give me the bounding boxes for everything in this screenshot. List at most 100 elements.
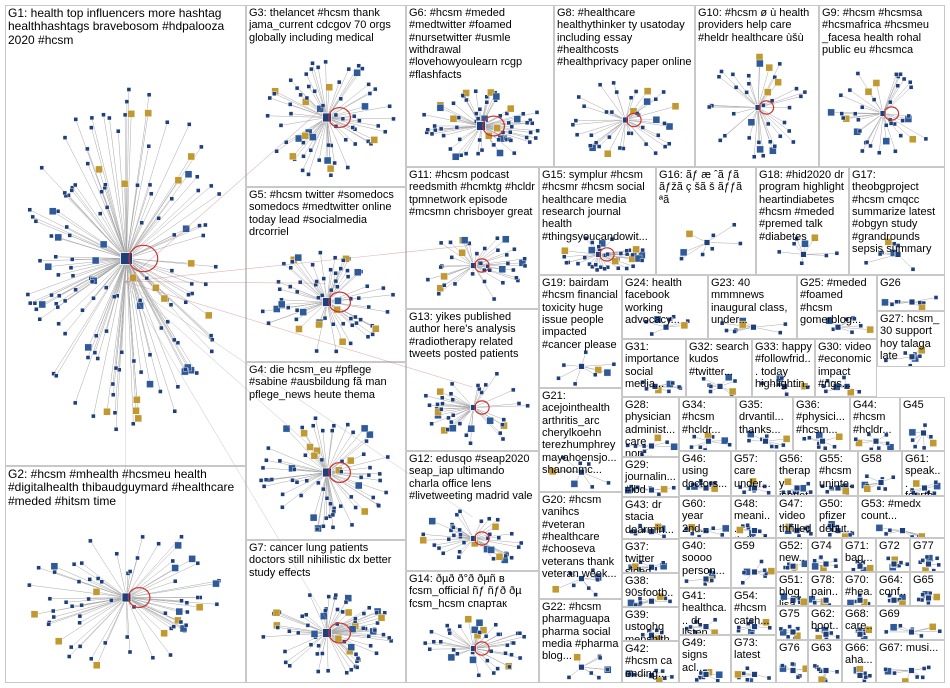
g10-node — [745, 90, 749, 94]
g36-node — [802, 437, 806, 441]
g6-node — [510, 125, 514, 129]
g10-node — [732, 112, 736, 116]
g1-node — [145, 276, 149, 280]
g2-edge — [55, 572, 127, 597]
group-cell-g29: G29: journalin... #ibd #ulcerati... — [622, 457, 679, 497]
g22-node — [567, 675, 571, 679]
g4-node — [270, 478, 274, 482]
g5-node — [318, 251, 322, 255]
g5-node — [350, 323, 354, 327]
g1-node — [217, 192, 221, 196]
g7-node — [309, 643, 313, 647]
g10-node — [773, 144, 777, 148]
group-label-g32: G32: search kudos #twitter... — [687, 340, 751, 378]
g7-node — [304, 613, 308, 617]
g14-node — [476, 619, 483, 626]
g3-node — [346, 166, 350, 170]
g6-node — [458, 137, 462, 141]
g6-node — [464, 98, 468, 102]
g8-node — [654, 151, 658, 155]
g1-node — [170, 269, 174, 273]
g4-node — [292, 467, 296, 471]
g4-node — [350, 523, 354, 527]
g13-node — [487, 417, 494, 424]
g1-node — [92, 296, 96, 300]
g2-node — [55, 638, 62, 645]
g11-node — [523, 264, 527, 268]
g8-node — [667, 142, 671, 146]
g8-node — [610, 110, 614, 114]
g1-node — [56, 209, 60, 213]
group-label-g28: G28: physician administ... care non... — [623, 398, 678, 457]
g1-node — [147, 144, 151, 148]
g1-edge — [56, 257, 127, 259]
g7-node — [276, 626, 280, 630]
g1-node — [190, 292, 194, 296]
group-cell-g66: G66: aha... — [842, 640, 876, 683]
g15-node — [625, 267, 629, 271]
g9-node — [894, 72, 898, 76]
g9-node — [907, 114, 911, 118]
g9-node — [902, 77, 906, 81]
g1-node — [73, 183, 77, 187]
g4-node — [355, 482, 362, 489]
g4-node — [361, 425, 368, 432]
g13-node — [430, 422, 434, 426]
g10-node — [778, 134, 782, 138]
g1-edge — [127, 122, 168, 258]
g6-node — [476, 152, 480, 156]
g1-node — [169, 303, 173, 307]
g23-node — [778, 331, 782, 335]
g12-node — [497, 536, 501, 540]
group-label-g25: G25: #meded #foamed #hcsm gomerblog... — [798, 276, 876, 326]
g11-node — [459, 249, 466, 256]
g8-node — [605, 110, 609, 114]
g5-node — [341, 322, 345, 326]
g1-node — [92, 257, 99, 264]
g74-node — [819, 555, 823, 559]
g77-node — [935, 556, 939, 560]
group-cell-g62: G62: boot... — [808, 606, 842, 640]
g45-node — [909, 429, 916, 436]
g6-node — [452, 153, 459, 160]
g15-node — [606, 252, 610, 256]
g2-node — [27, 583, 31, 587]
g11-node — [441, 273, 448, 280]
g12-node — [479, 519, 483, 523]
g45-node — [911, 438, 915, 442]
g2-node — [172, 565, 179, 572]
g4-node — [368, 466, 372, 470]
g11-node — [501, 281, 505, 285]
g13-node — [439, 407, 443, 411]
group-cell-g5: G5: #hcsm twitter #somedocs somedocs #me… — [246, 187, 406, 362]
g18-node — [777, 250, 781, 254]
g58-node — [877, 486, 881, 490]
group-cell-g18: G18: #hid2020 dr program highlight heart… — [756, 167, 849, 275]
g12-node — [504, 554, 508, 558]
group-cell-g77: G77 — [910, 538, 945, 572]
g4-node — [307, 444, 314, 451]
g14-node — [478, 630, 482, 634]
g20-node — [594, 593, 598, 597]
g11-node — [426, 278, 430, 282]
g7-node — [283, 650, 287, 654]
g6-node — [457, 116, 461, 120]
g1-node — [107, 116, 111, 120]
group-label-g57: G57: care under... — [732, 452, 775, 490]
group-label-g45: G45 — [901, 398, 944, 411]
g6-node — [536, 129, 540, 133]
group-cell-g70: G70: #hea... — [842, 572, 876, 606]
g1-node — [187, 293, 191, 297]
g14-node — [452, 648, 456, 652]
g8-node — [577, 95, 581, 99]
g1-node — [45, 263, 52, 270]
g1-node — [71, 274, 75, 278]
g7-node — [373, 628, 377, 632]
g13-edge — [426, 396, 474, 408]
g69-node — [890, 624, 897, 631]
g3-node — [321, 104, 325, 108]
group-cell-g12: G12: edusqo #seap2020 seap_iap ultimando… — [406, 451, 539, 571]
g3-node — [373, 87, 377, 91]
g1-node — [123, 113, 127, 117]
g8-node — [574, 119, 578, 123]
